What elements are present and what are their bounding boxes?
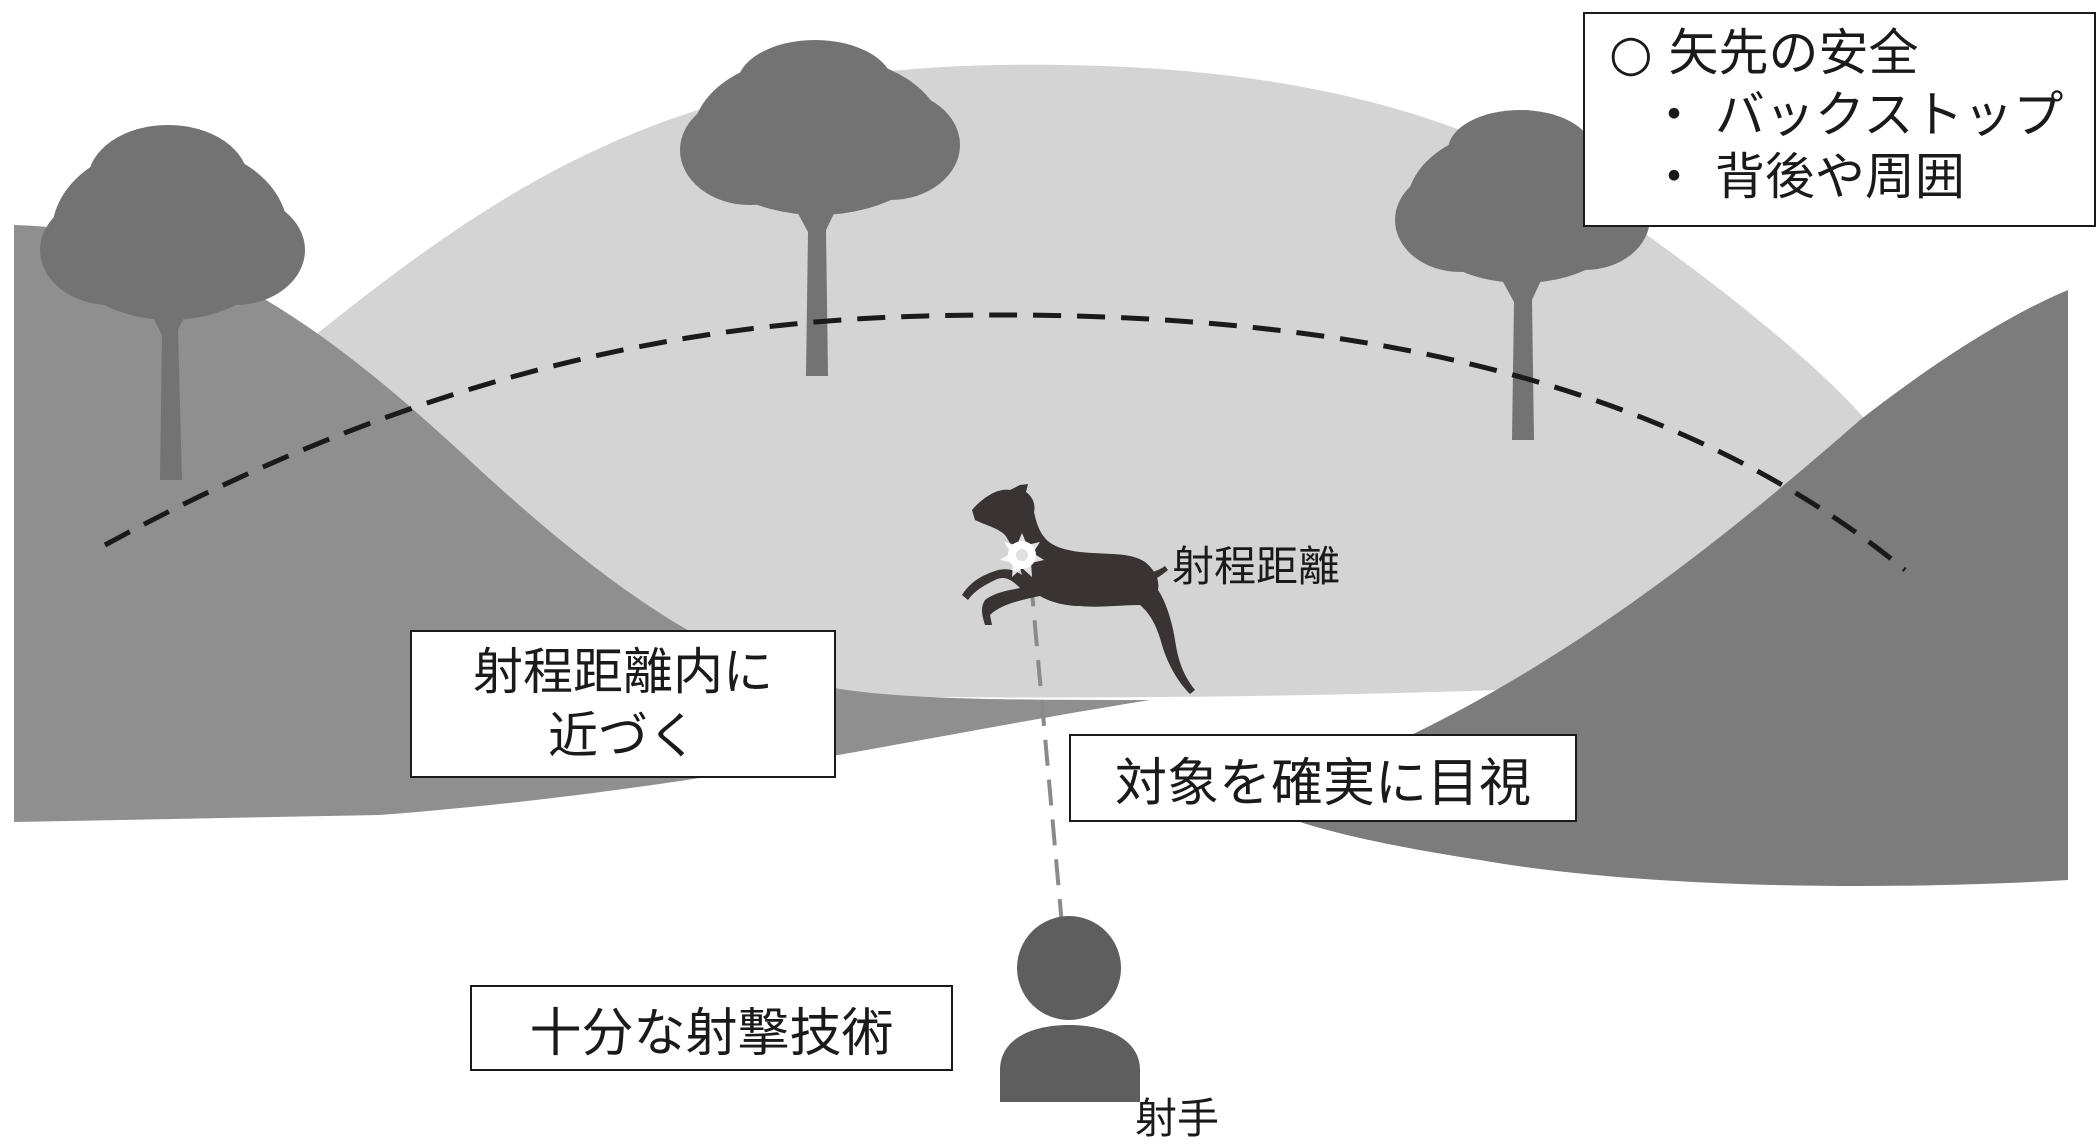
tree-icon (680, 40, 960, 376)
left-hill (14, 225, 1150, 822)
impact-icon (1000, 533, 1044, 577)
confirm-target-box: 対象を確実に目視 (1069, 734, 1577, 822)
tree-icon (40, 125, 305, 480)
shooter-icon (1000, 916, 1140, 1102)
tree-icon (1395, 110, 1650, 440)
safety-item-surroundings: ・ 背後や周囲 (1649, 148, 1965, 206)
shooting-skill-box: 十分な射撃技術 (470, 985, 953, 1071)
sight-line (1028, 569, 1064, 926)
safety-item-backstop: ・ バックストップ (1649, 86, 2064, 144)
firearm-safety-box: ○ 矢先の安全 ・ バックストップ ・ 背後や周囲 (1583, 12, 2096, 227)
shooter-label: 射手 (1135, 1094, 1220, 1143)
firing-range-label: 射程距離 (1172, 542, 1341, 591)
shooting-skill-label: 十分な射撃技術 (529, 1003, 894, 1064)
approach-line-1: 射程距離内に (473, 643, 773, 701)
safety-box-title: ○ 矢先の安全 (1609, 24, 1919, 82)
deer-icon (962, 484, 1195, 694)
approach-box: 射程距離内に 近づく (410, 630, 836, 778)
firing-range-arc (103, 312, 1907, 572)
approach-line-2: 近づく (548, 707, 698, 765)
confirm-target-label: 対象を確実に目視 (1114, 753, 1531, 814)
